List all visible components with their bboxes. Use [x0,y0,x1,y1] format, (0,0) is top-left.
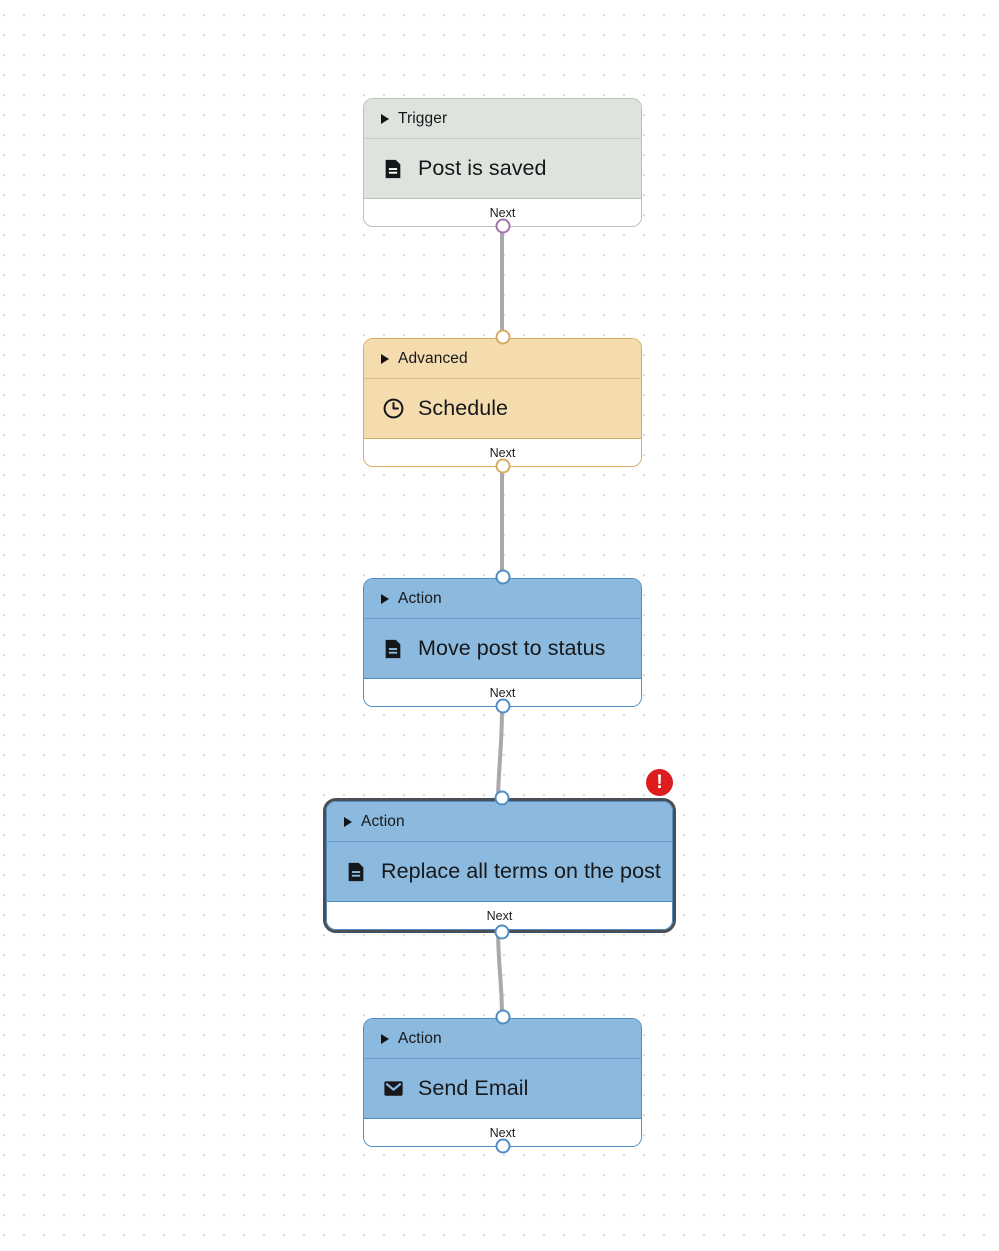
node-footer-label: Next [489,685,516,700]
document-icon [381,637,405,661]
node-divider [364,1058,641,1059]
node-title: Move post to status [418,636,606,660]
node-inner: Trigger Post is saved Next [363,98,642,227]
node-divider [364,138,641,139]
node-inner: Action Send Email Next [363,1018,642,1147]
node-header-action[interactable]: Action [364,579,641,618]
node-output-port[interactable] [494,924,510,940]
node-footer-label: Next [489,205,516,220]
node-body[interactable]: Schedule [364,379,641,438]
clock-icon [381,397,405,421]
node-output-port[interactable] [495,698,510,714]
node-header-action[interactable]: Action [364,1019,641,1058]
node-footer-label: Next [489,445,516,460]
node-output-port[interactable] [495,1138,510,1154]
node-body[interactable]: Send Email [364,1059,641,1118]
node-category-label: Action [398,589,442,607]
node-body[interactable]: Post is saved [364,139,641,198]
node-input-port[interactable] [495,329,510,345]
node-title: Replace all terms on the post [381,859,661,883]
node-divider [364,378,641,379]
envelope-icon [381,1077,405,1101]
node-header-trigger[interactable]: Trigger [364,99,641,138]
node-title: Schedule [418,396,509,420]
node-footer-label: Next [489,1125,516,1140]
node-output-port[interactable] [495,458,510,474]
node-inner: Action Move post to status Next [363,578,642,707]
node-footer-label: Next [486,908,513,923]
node-title: Send Email [418,1076,529,1100]
node-output-port[interactable] [495,218,510,234]
node-input-port[interactable] [494,790,510,806]
edge-replace-terms-to-send-email [496,925,504,1019]
document-icon [344,860,368,884]
node-error-badge[interactable]: ! [646,769,673,796]
workflow-node-trigger-post-is-saved[interactable]: Trigger Post is saved Next [363,98,642,234]
node-category-label: Action [398,1029,442,1047]
chevron-right-icon[interactable] [381,353,389,364]
node-category-label: Advanced [398,349,468,367]
node-title: Post is saved [418,156,547,180]
document-icon [381,157,405,181]
node-header-advanced[interactable]: Advanced [364,339,641,378]
node-divider [364,618,641,619]
workflow-node-action-move-post-to-status[interactable]: Action Move post to status Next [363,569,642,714]
workflow-node-advanced-schedule[interactable]: Advanced Schedule Next [363,329,642,474]
chevron-right-icon[interactable] [381,593,389,604]
workflow-node-action-send-email[interactable]: Action Send Email Next [363,1009,642,1154]
chevron-right-icon[interactable] [381,113,389,124]
node-body[interactable]: Move post to status [364,619,641,678]
edge-move-post-to-replace-terms [496,705,504,799]
node-inner: Action Replace all terms on the post Nex… [326,801,673,930]
node-input-port[interactable] [495,569,510,585]
node-divider [327,841,672,842]
node-category-label: Trigger [398,109,448,127]
node-input-port[interactable] [495,1009,510,1025]
error-badge-label: ! [656,771,663,793]
node-footer-next[interactable]: Next [327,901,672,929]
chevron-right-icon[interactable] [381,1033,389,1044]
chevron-right-icon[interactable] [344,816,352,827]
node-body[interactable]: Replace all terms on the post [327,842,672,901]
workflow-node-action-replace-all-terms-on-the-post[interactable]: Action Replace all terms on the post Nex… [323,790,676,940]
node-inner: Advanced Schedule Next [363,338,642,467]
node-category-label: Action [361,812,405,830]
node-header-action[interactable]: Action [327,802,672,841]
